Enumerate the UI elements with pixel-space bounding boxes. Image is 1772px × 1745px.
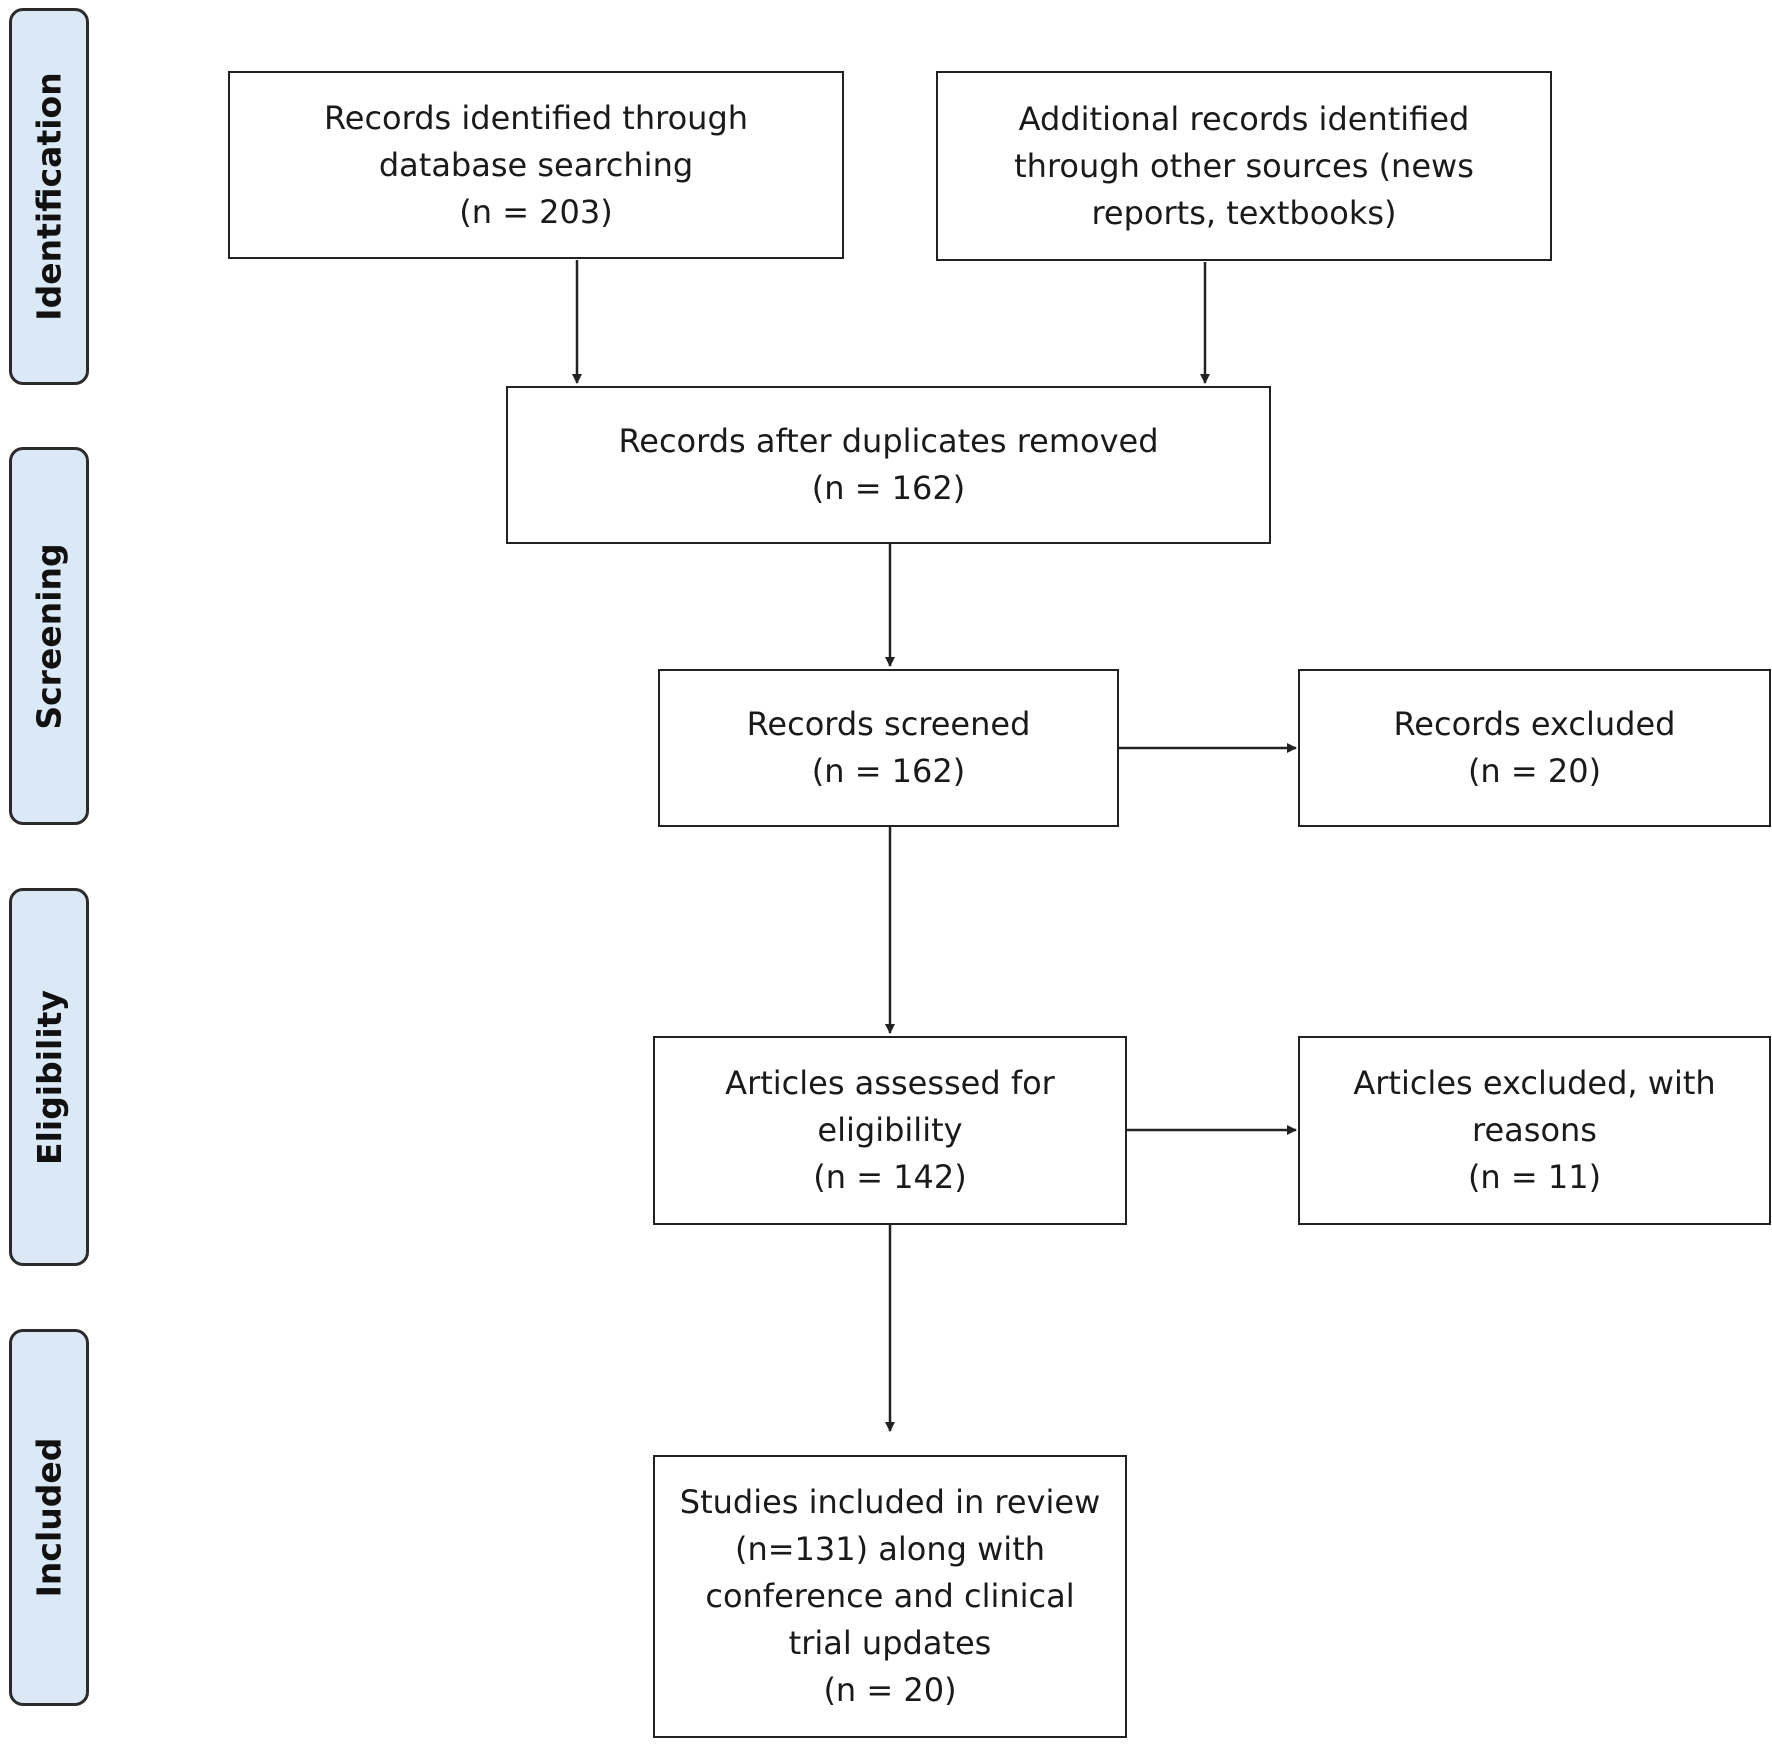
box-text-line: reasons	[1472, 1111, 1597, 1149]
box-records-screened: Records screened (n = 162)	[658, 669, 1119, 827]
box-text-line: (n=131) along with	[734, 1530, 1046, 1568]
box-articles-excluded: Articles excluded, with reasons (n = 11)	[1298, 1036, 1771, 1225]
phase-eligibility: Eligibility	[9, 888, 89, 1266]
box-text-line: conference and clinical	[705, 1577, 1075, 1615]
phase-identification: Identification	[9, 8, 89, 385]
phase-included-label: Included	[29, 1437, 69, 1598]
box-text-line: eligibility	[817, 1111, 963, 1149]
box-text-line: Records screened	[746, 705, 1031, 743]
box-other-sources: Additional records identified through ot…	[936, 71, 1552, 261]
phase-included: Included	[9, 1329, 89, 1706]
box-duplicates-removed: Records after duplicates removed (n = 16…	[506, 386, 1271, 544]
box-count: (n = 162)	[811, 469, 966, 507]
box-count: (n = 162)	[811, 752, 966, 790]
box-text-line: through other sources (news	[1014, 146, 1474, 185]
box-text-line: Studies included in review	[679, 1483, 1101, 1521]
box-text-line: Records after duplicates removed	[618, 422, 1159, 460]
box-count: (n = 20)	[823, 1671, 957, 1709]
box-articles-assessed: Articles assessed for eligibility (n = 1…	[653, 1036, 1127, 1225]
box-text-line: Additional records identified	[1018, 99, 1470, 138]
box-text-line: Articles excluded, with	[1353, 1064, 1716, 1102]
box-count: (n = 142)	[813, 1158, 967, 1196]
box-text-line: database searching	[378, 145, 694, 184]
box-text-line: trial updates	[788, 1624, 992, 1662]
box-text-line: Records excluded	[1393, 705, 1676, 743]
box-records-excluded: Records excluded (n = 20)	[1298, 669, 1771, 827]
phase-screening: Screening	[9, 447, 89, 825]
box-count: (n = 203)	[459, 192, 613, 231]
box-studies-included: Studies included in review (n=131) along…	[653, 1455, 1127, 1738]
box-text-line: reports, textbooks)	[1091, 193, 1397, 232]
phase-screening-label: Screening	[29, 542, 69, 730]
box-text-line: Articles assessed for	[725, 1064, 1055, 1102]
box-database-search: Records identified through database sear…	[228, 71, 844, 259]
phase-eligibility-label: Eligibility	[29, 989, 69, 1165]
box-text-line: Records identified through	[323, 98, 749, 137]
box-count: (n = 20)	[1467, 752, 1602, 790]
box-count: (n = 11)	[1467, 1158, 1602, 1196]
phase-identification-label: Identification	[29, 72, 69, 321]
